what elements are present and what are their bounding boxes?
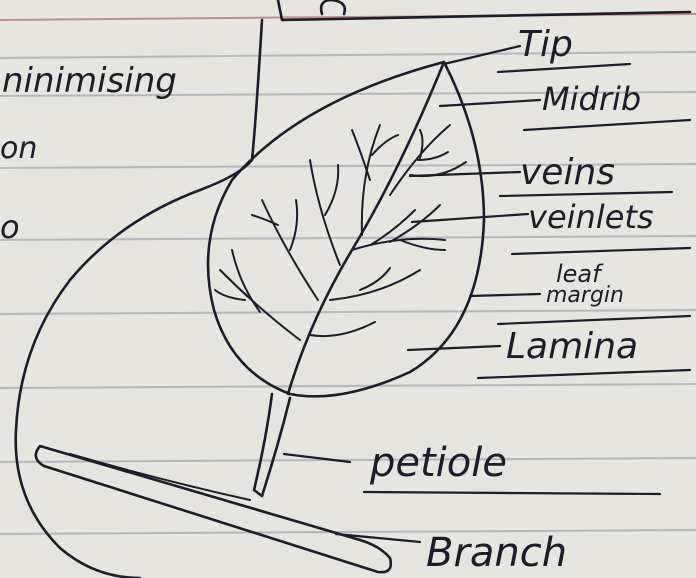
left-text: ninimising on o	[0, 61, 177, 246]
label-veinlets: veinlets	[528, 198, 654, 236]
leaf-lamina	[208, 62, 484, 396]
branch	[36, 446, 391, 572]
label-midrib: Midrib	[542, 80, 641, 118]
midrib	[288, 62, 444, 394]
label-tip: Tip	[518, 24, 573, 65]
label-petiole: petiole	[369, 440, 507, 486]
label-leaf-margin-bottom: margin	[546, 283, 624, 308]
label-underlines	[364, 64, 690, 494]
left-text-line2: on	[0, 131, 37, 166]
left-text-line3: o	[0, 208, 20, 246]
label-lamina: Lamina	[506, 326, 638, 367]
petiole	[254, 394, 290, 496]
label-veins: veins	[520, 152, 615, 193]
top-circle-mark	[321, 0, 345, 14]
label-branch: Branch	[426, 530, 567, 576]
left-text-line1: ninimising	[2, 61, 177, 101]
